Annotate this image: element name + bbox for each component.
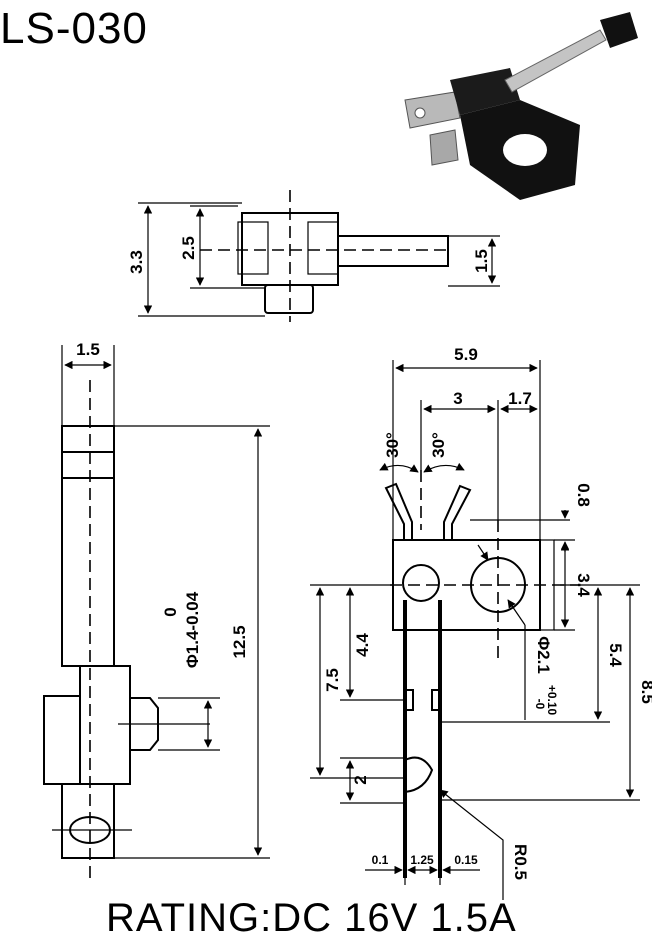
- dim-lever-height: 1.5: [472, 249, 491, 273]
- dim-4-4: 4.4: [353, 633, 372, 657]
- dim-hole-tol-minus: -0: [533, 699, 547, 710]
- dim-hole-tol-plus: +0.10: [545, 685, 559, 716]
- dim-side-width: 1.5: [76, 340, 100, 359]
- dim-pin-dia: Φ1.4-0.04: [183, 591, 202, 668]
- rating-label: RATING:DC 16V 1.5A: [106, 896, 517, 940]
- dim-radius: R0.5: [511, 844, 530, 880]
- dim-pin-dia-upper: 0: [161, 607, 180, 616]
- dim-1-25: 1.25: [410, 853, 434, 867]
- angle-right: 30°: [429, 432, 448, 458]
- dim-0-15: 0.15: [454, 853, 478, 867]
- switch-photo-icon: [404, 12, 638, 200]
- part-number-title: LS-030: [0, 4, 148, 53]
- side-view: 1.5 12.5 0 Φ1.4-0.04: [43, 340, 270, 882]
- dim-hole-offset: 3: [453, 389, 462, 408]
- dim-2: 2: [351, 775, 370, 784]
- dim-8-5: 8.5: [638, 680, 652, 704]
- dim-total-height: 3.3: [127, 250, 146, 274]
- angle-left: 30°: [383, 432, 402, 458]
- dim-hole-dia: Φ2.1: [534, 636, 553, 674]
- dim-side-length: 12.5: [230, 625, 249, 658]
- dim-hole-height: 3.4: [574, 573, 593, 597]
- top-view: 3.3 2.5 1.5: [127, 190, 500, 322]
- dim-5-4: 5.4: [606, 643, 625, 667]
- dim-top-gap: 0.8: [574, 483, 593, 507]
- front-view: 5.9 3 1.7 30° 30° 0.8 3.4 4.4 7.5 2 5.4 …: [310, 345, 652, 900]
- dim-hole-to-edge: 1.7: [508, 389, 532, 408]
- dim-7-5: 7.5: [323, 668, 342, 692]
- dim-body-height: 2.5: [179, 236, 198, 260]
- dim-total-width: 5.9: [454, 345, 478, 364]
- dim-0-1: 0.1: [372, 853, 389, 867]
